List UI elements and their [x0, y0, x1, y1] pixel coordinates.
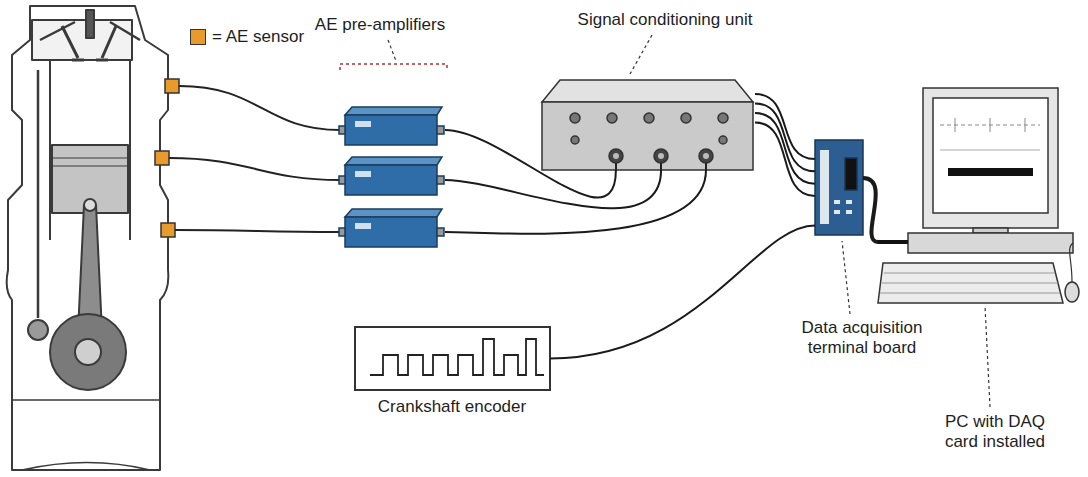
signal-conditioning-unit [542, 80, 753, 170]
signal-cable [445, 170, 706, 234]
pc-unit: PC with DAQ card installed [878, 88, 1082, 308]
signal-cable [445, 130, 616, 198]
device-label: PC with DAQ card installed [933, 412, 1058, 453]
signal-cable [550, 226, 815, 359]
leader-line [388, 40, 396, 61]
conditioning-unit: Signal conditioning unit [540, 75, 755, 170]
signal-cable [863, 178, 878, 242]
pulse-waveform [370, 339, 544, 375]
encoder-box [355, 327, 550, 390]
device-label: Crankshaft encoder [378, 397, 526, 417]
pc-illustration [878, 88, 1079, 303]
leader-line [985, 306, 990, 407]
daq-board: Data acquisition terminal board [815, 140, 863, 235]
legend-entry: = AE sensor [190, 27, 304, 47]
signal-cable [445, 170, 661, 208]
leader-line [630, 35, 652, 74]
device-label: Data acquisition terminal board [790, 318, 935, 359]
preamp-group: AE pre-amplifiers [340, 105, 445, 250]
device-label: Signal conditioning unit [578, 10, 753, 30]
legend-text: = AE sensor [212, 27, 304, 47]
encoder-box: Crankshaft encoder [355, 327, 550, 390]
legend-swatch [190, 29, 206, 45]
device-label: AE pre-amplifiers [315, 15, 445, 35]
sensor-cable [169, 86, 340, 232]
terminal-board [815, 140, 863, 235]
group-bracket [340, 64, 447, 70]
preamplifier [339, 107, 444, 247]
leader-line [842, 241, 850, 314]
signal-cable [755, 123, 815, 197]
engine-illustration [7, 6, 169, 470]
